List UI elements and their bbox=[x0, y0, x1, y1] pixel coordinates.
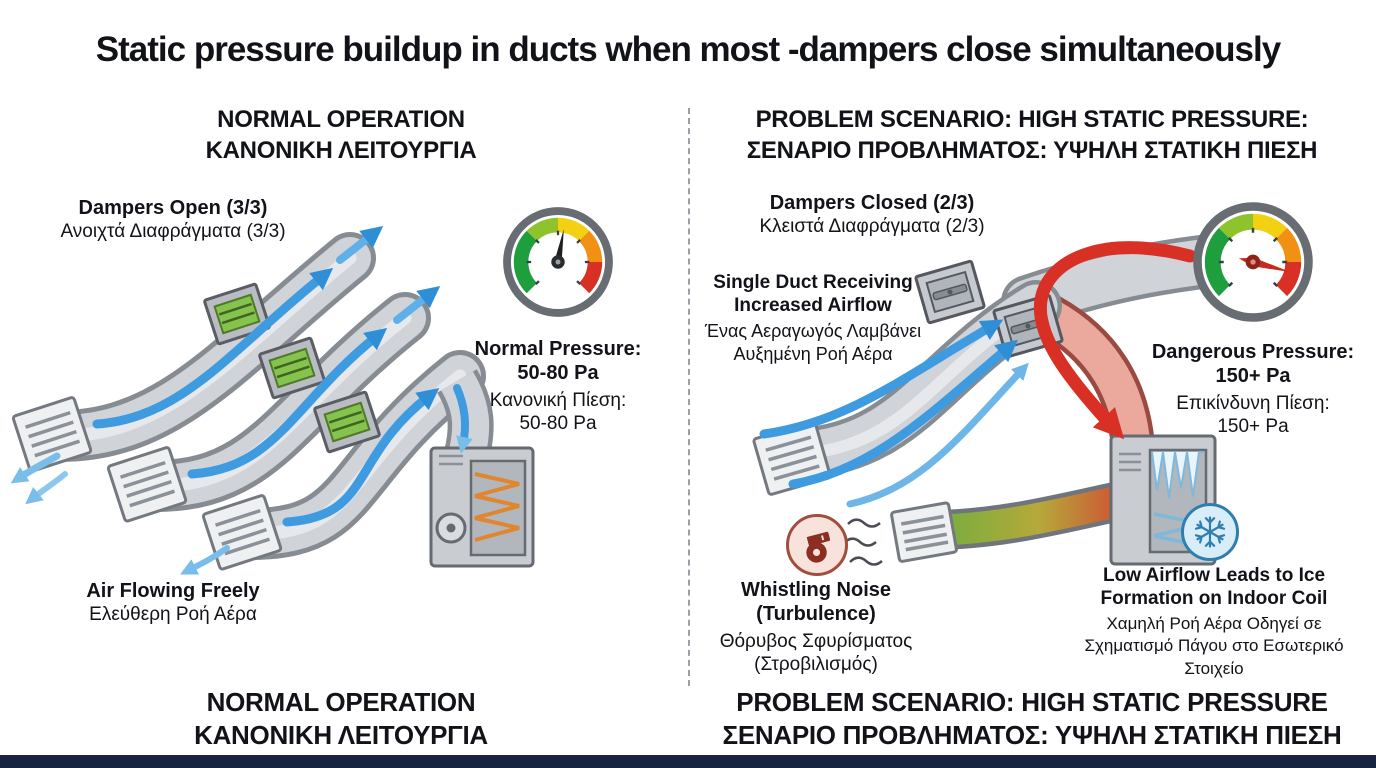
danger-pressure-label-el: Επικίνδυνη Πίεση: bbox=[1176, 392, 1330, 414]
dampers-closed-label: Dampers Closed (2/3) Κλειστά Διαφράγματα… bbox=[759, 191, 984, 239]
normal-pressure-value: 50-80 Pa bbox=[517, 362, 599, 385]
bottom-bar bbox=[0, 755, 1376, 768]
whistling-noise-label: Whistling Noise (Turbulence) Θόρυβος Σφυ… bbox=[720, 578, 913, 677]
ice-formation-el3: Στοιχείο bbox=[1184, 658, 1244, 678]
normal-footer-el: ΚΑΝΟΝΙΚΗ ΛΕΙΤΟΥΡΓΙΑ bbox=[194, 720, 488, 751]
single-duct-label: Single Duct Receiving Increased Airflow … bbox=[705, 271, 921, 366]
problem-footer-en: PROBLEM SCENARIO: HIGH STATIC PRESSURE bbox=[736, 687, 1328, 717]
pressure-gauge-danger-icon bbox=[1193, 202, 1313, 322]
duct-scene-normal bbox=[10, 225, 535, 575]
normal-footer: NORMAL OPERATION ΚΑΝΟΝΙΚΗ ΛΕΙΤΟΥΡΓΙΑ bbox=[194, 686, 488, 753]
problem-header: PROBLEM SCENARIO: HIGH STATIC PRESSURE: … bbox=[746, 104, 1318, 166]
problem-header-en: PROBLEM SCENARIO: HIGH STATIC PRESSURE: bbox=[755, 106, 1309, 133]
normal-header: NORMAL OPERATION ΚΑΝΟΝΙΚΗ ΛΕΙΤΟΥΡΓΙΑ bbox=[206, 104, 477, 166]
whistling-noise-en1: Whistling Noise bbox=[741, 579, 891, 601]
supply-grille-2 bbox=[106, 446, 188, 523]
supply-grille-1 bbox=[11, 396, 93, 473]
damper-open-3 bbox=[313, 390, 381, 454]
gauge-needle-danger bbox=[1238, 254, 1291, 273]
normal-gauge-caption: Normal Pressure: 50-80 Pa Κανονική Πίεση… bbox=[475, 337, 642, 436]
single-duct-el1: Ένας Αεραγωγός Λαμβάνει bbox=[704, 321, 922, 342]
ice-formation-label: Low Airflow Leads to Ice Formation on In… bbox=[1084, 564, 1343, 680]
ducts-problem bbox=[772, 233, 1223, 550]
dampers-open-label: Dampers Open (3/3) Ανοιχτά Διαφράγματα (… bbox=[60, 196, 285, 244]
normal-header-en: NORMAL OPERATION bbox=[217, 106, 465, 133]
whistle-icon bbox=[786, 514, 848, 576]
pressure-gauge-normal-icon bbox=[503, 207, 613, 317]
danger-pressure-label: Dangerous Pressure: bbox=[1151, 341, 1355, 363]
airflow-arrows-problem bbox=[759, 319, 1029, 508]
supply-grille-problem-2 bbox=[890, 501, 958, 563]
danger-gauge-caption: Dangerous Pressure: 150+ Pa Επικίνδυνη Π… bbox=[1152, 340, 1354, 439]
dampers-closed-label-en: Dampers Closed (2/3) bbox=[769, 192, 975, 214]
ice-formation bbox=[1151, 451, 1204, 499]
ice-formation-en1: Low Airflow Leads to Ice bbox=[1102, 565, 1326, 586]
air-flowing-label-en: Air Flowing Freely bbox=[86, 580, 260, 602]
gauge-needle-normal bbox=[551, 228, 565, 269]
main-title: Static pressure buildup in ducts when mo… bbox=[95, 30, 1281, 69]
single-duct-en1: Single Duct Receiving bbox=[713, 272, 913, 293]
single-duct-en2: Increased Airflow bbox=[734, 295, 892, 317]
snowflake-icon bbox=[1181, 503, 1239, 561]
damper-closed-1 bbox=[914, 259, 986, 325]
problem-footer: PROBLEM SCENARIO: HIGH STATIC PRESSURE Σ… bbox=[723, 686, 1342, 753]
ice-formation-el2: Σχηματισμό Πάγου στο Εσωτερικό bbox=[1084, 636, 1344, 656]
problem-footer-el: ΣΕΝΑΡΙΟ ΠΡΟΒΛΗΜΑΤΟΣ: ΥΨΗΛΗ ΣΤΑΤΙΚΗ ΠΙΕΣΗ bbox=[722, 720, 1342, 751]
single-duct-el2: Αυξημένη Ροή Αέρα bbox=[733, 344, 893, 365]
air-flowing-label-el: Ελεύθερη Ροή Αέρα bbox=[89, 604, 257, 626]
problem-header-el: ΣΕΝΑΡΙΟ ΠΡΟΒΛΗΜΑΤΟΣ: ΥΨΗΛΗ ΣΤΑΤΙΚΗ ΠΙΕΣΗ bbox=[746, 137, 1318, 165]
dampers-closed-label-el: Κλειστά Διαφράγματα (2/3) bbox=[759, 216, 985, 238]
dampers-open-label-en: Dampers Open (3/3) bbox=[78, 197, 268, 219]
air-flowing-label: Air Flowing Freely Ελεύθερη Ροή Αέρα bbox=[86, 579, 259, 627]
normal-pressure-label: Normal Pressure: bbox=[474, 338, 642, 360]
whistling-noise-el1: Θόρυβος Σφυρίσματος bbox=[719, 630, 913, 652]
high-pressure-arrow bbox=[1033, 241, 1197, 440]
normal-pressure-label-el: Κανονική Πίεση: bbox=[489, 389, 627, 411]
danger-pressure-value: 150+ Pa bbox=[1215, 365, 1291, 388]
danger-pressure-value-el: 150+ Pa bbox=[1217, 416, 1289, 438]
normal-pressure-value-el: 50-80 Pa bbox=[519, 413, 597, 435]
whistling-noise-en2: (Turbulence) bbox=[756, 603, 876, 626]
normal-footer-en: NORMAL OPERATION bbox=[206, 687, 476, 717]
normal-header-el: ΚΑΝΟΝΙΚΗ ΛΕΙΤΟΥΡΓΙΑ bbox=[205, 137, 477, 165]
dampers-open-label-el: Ανοιχτά Διαφράγματα (3/3) bbox=[60, 221, 286, 243]
whistling-noise-el2: (Στροβιλισμός) bbox=[754, 654, 878, 676]
airflow-arrows-normal bbox=[10, 225, 473, 575]
ice-formation-el1: Χαμηλή Ροή Αέρα Οδηγεί σε bbox=[1106, 614, 1322, 634]
ice-formation-en2: Formation on Indoor Coil bbox=[1100, 588, 1328, 610]
duct-scene-problem bbox=[752, 233, 1223, 566]
damper-open-2 bbox=[258, 336, 326, 400]
turbulence-lines bbox=[843, 518, 883, 566]
damper-open-1 bbox=[203, 282, 271, 346]
panel-divider bbox=[688, 108, 690, 686]
air-handler-normal bbox=[429, 446, 535, 568]
